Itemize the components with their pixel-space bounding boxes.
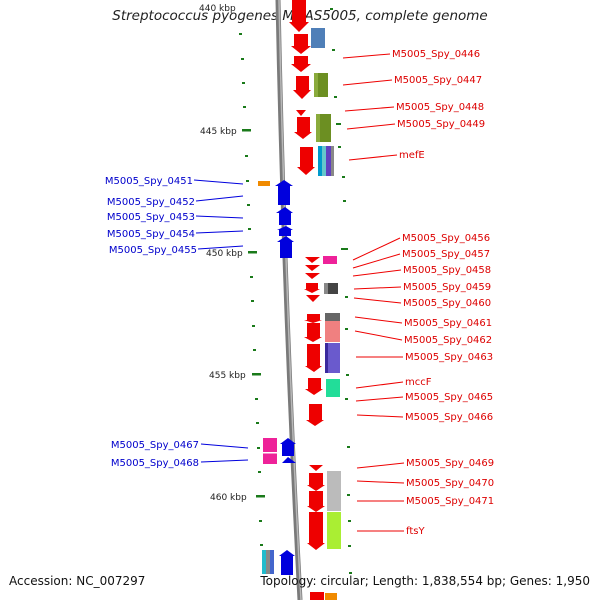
- scale-label-440: 440 kbp: [199, 4, 236, 14]
- scale-label-455: 455 kbp: [209, 371, 246, 381]
- gene-label[interactable]: mefE: [399, 150, 425, 161]
- gene-label[interactable]: M5005_Spy_0468: [111, 458, 199, 469]
- forward-strand-genes: [289, 0, 325, 600]
- function-color-boxes: [258, 28, 341, 600]
- gene-label[interactable]: M5005_Spy_0462: [404, 335, 492, 346]
- gene-label[interactable]: M5005_Spy_0467: [111, 440, 199, 451]
- gene-label[interactable]: M5005_Spy_0469: [406, 458, 494, 469]
- genome-backbone: [275, 0, 303, 600]
- gene-label[interactable]: M5005_Spy_0459: [403, 282, 491, 293]
- gene-label[interactable]: ftsY: [406, 526, 425, 537]
- gene-label[interactable]: M5005_Spy_0454: [107, 229, 195, 240]
- gene-label[interactable]: M5005_Spy_0455: [109, 245, 197, 256]
- accession-text: Accession: NC_007297: [9, 574, 146, 588]
- gene-label[interactable]: M5005_Spy_0470: [406, 478, 494, 489]
- gene-label[interactable]: M5005_Spy_0471: [406, 496, 494, 507]
- gene-label[interactable]: M5005_Spy_0460: [403, 298, 491, 309]
- gene-label[interactable]: M5005_Spy_0466: [405, 412, 493, 423]
- right-gene-labels: M5005_Spy_0446 M5005_Spy_0447 M5005_Spy_…: [392, 49, 494, 537]
- scale-ticks: [239, 8, 352, 574]
- gene-label[interactable]: mccF: [405, 377, 432, 388]
- gene-label[interactable]: M5005_Spy_0458: [403, 265, 491, 276]
- genome-backbone-highlight: [278, 0, 302, 600]
- gene-label[interactable]: M5005_Spy_0449: [397, 119, 485, 130]
- left-gene-labels: M5005_Spy_0451 M5005_Spy_0452 M5005_Spy_…: [105, 176, 199, 469]
- scale-label-445: 445 kbp: [200, 127, 237, 137]
- scale-label-460: 460 kbp: [210, 493, 247, 503]
- gene-label[interactable]: M5005_Spy_0465: [405, 392, 493, 403]
- gene-label[interactable]: M5005_Spy_0446: [392, 49, 480, 60]
- topology-text: Topology: circular; Length: 1,838,554 bp…: [260, 574, 590, 588]
- gene-label[interactable]: M5005_Spy_0448: [396, 102, 484, 113]
- reverse-strand-genes: [275, 180, 296, 575]
- left-label-connectors: [193, 179, 249, 463]
- gene-label[interactable]: M5005_Spy_0461: [404, 318, 492, 329]
- gene-label[interactable]: M5005_Spy_0457: [402, 249, 490, 260]
- gene-label[interactable]: M5005_Spy_0451: [105, 176, 193, 187]
- scale-label-450: 450 kbp: [206, 249, 243, 259]
- gene-label[interactable]: M5005_Spy_0452: [107, 197, 195, 208]
- gene-label[interactable]: M5005_Spy_0463: [405, 352, 493, 363]
- gene-label[interactable]: M5005_Spy_0447: [394, 75, 482, 86]
- right-label-connectors: [342, 53, 405, 532]
- gene-label[interactable]: M5005_Spy_0453: [107, 212, 195, 223]
- gene-label[interactable]: M5005_Spy_0456: [402, 233, 490, 244]
